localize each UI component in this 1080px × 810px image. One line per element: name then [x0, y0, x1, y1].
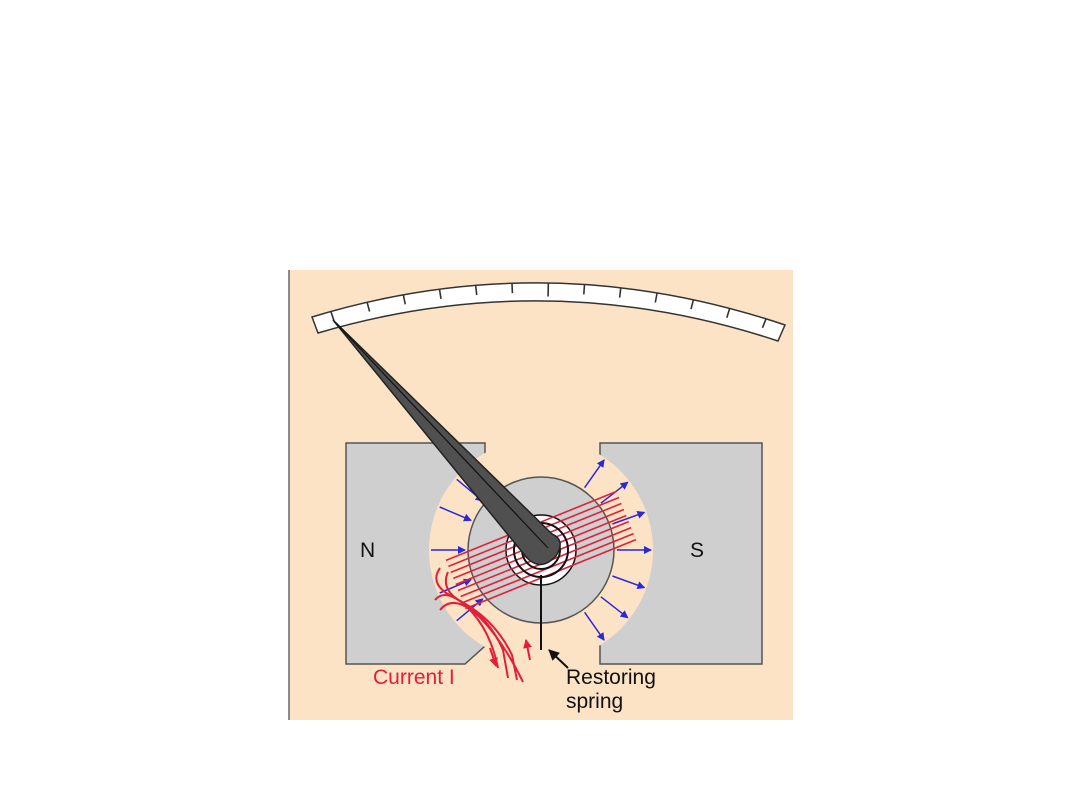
north-pole-label: N — [360, 539, 375, 562]
field-arrow — [439, 506, 472, 522]
coil-winding — [465, 538, 637, 610]
needle-edge — [333, 320, 549, 549]
field-arrow — [612, 511, 646, 525]
spring-label-line2: spring — [566, 690, 623, 713]
south-pole-label: S — [690, 539, 704, 562]
scale-tick — [330, 311, 335, 321]
field-arrow — [600, 596, 629, 619]
scale-tick — [366, 302, 371, 312]
field-arrow — [612, 575, 646, 589]
scale-tick — [474, 285, 478, 296]
field-arrow — [583, 611, 605, 641]
current-wires — [434, 567, 524, 683]
scale-tick — [438, 289, 442, 300]
meter-needle — [332, 319, 561, 566]
current-label: Current I — [373, 666, 455, 689]
scale-tick — [654, 292, 658, 303]
spring-pointer-arrow — [548, 649, 569, 669]
meter-scale — [311, 282, 787, 342]
scale-tick — [402, 294, 407, 305]
scale-tick — [726, 308, 731, 318]
current-arrow-out — [523, 639, 532, 661]
scale-tick — [690, 299, 695, 310]
scale-tick — [618, 287, 622, 298]
scale-tick — [761, 318, 767, 329]
scale-tick — [583, 284, 586, 295]
current-arrow-in — [489, 647, 498, 667]
scale-ticks — [330, 282, 767, 329]
field-arrow — [583, 459, 605, 489]
spring-label-line1: Restoring — [566, 666, 656, 689]
